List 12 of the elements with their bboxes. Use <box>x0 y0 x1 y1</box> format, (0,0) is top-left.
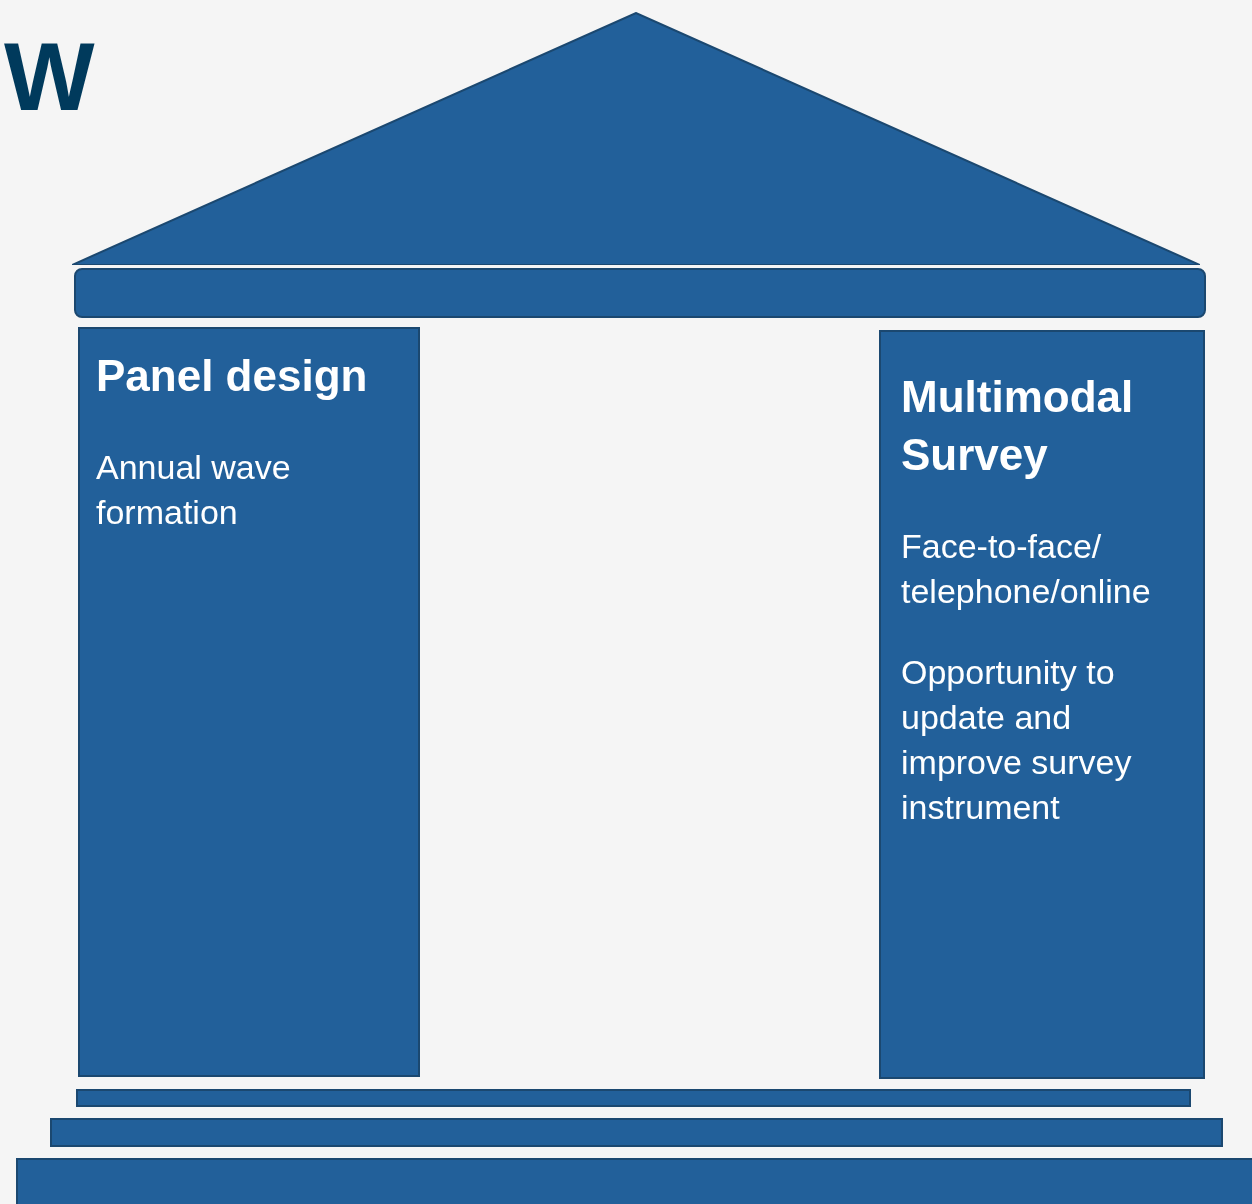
pillar-text: Annual wave formation <box>96 447 292 533</box>
title-text: W <box>4 22 95 132</box>
pillar-text: Opportunity to update and improve survey instrument <box>901 652 1133 828</box>
pillar <box>78 327 420 1077</box>
pillar-heading: Multimodal Survey <box>901 371 1135 481</box>
pillar-heading: Panel design <box>96 350 369 402</box>
base-step <box>16 1158 1252 1204</box>
base-step <box>76 1089 1191 1107</box>
beam <box>74 268 1206 318</box>
pillar-text: Face-to-face/telephone/online <box>901 526 1152 612</box>
base-step <box>50 1118 1223 1147</box>
pillar <box>879 330 1205 1079</box>
